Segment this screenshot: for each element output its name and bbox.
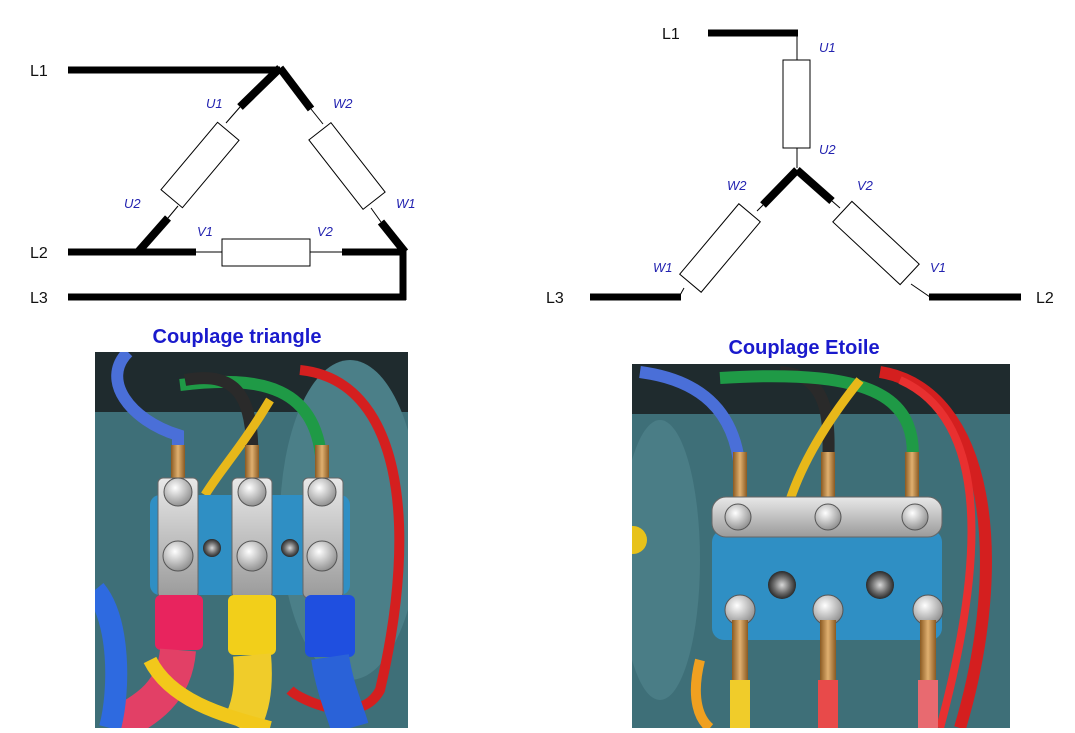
star-label-v1: V1 bbox=[930, 260, 946, 275]
delta-blue-sleeve bbox=[305, 595, 355, 657]
star-crimp-top-3 bbox=[905, 452, 919, 497]
delta-label-u2: U2 bbox=[124, 196, 141, 211]
delta-thin-u2 bbox=[167, 205, 179, 219]
delta-diagram: L1 L2 L3 U1 W2 U2 W1 V1 V2 bbox=[30, 63, 416, 307]
star-nut-bridge-1 bbox=[724, 503, 752, 531]
star-winding-v bbox=[832, 200, 920, 286]
star-label-l3: L3 bbox=[546, 290, 564, 307]
delta-yellow-sleeve bbox=[228, 595, 276, 655]
delta-crimp-top-2 bbox=[245, 445, 259, 480]
star-caption: Couplage Etoile bbox=[728, 337, 879, 359]
delta-blue-supply-cable bbox=[311, 653, 369, 728]
delta-label-u1: U1 bbox=[206, 96, 223, 111]
delta-label-w2: W2 bbox=[333, 96, 353, 111]
delta-socket-2 bbox=[281, 539, 299, 557]
star-winding-u bbox=[782, 59, 811, 149]
star-nut-bridge-3 bbox=[901, 503, 929, 531]
star-blue-lead-top bbox=[639, 366, 746, 471]
delta-winding-v bbox=[221, 238, 311, 267]
star-yellow-supply-lead bbox=[730, 680, 750, 728]
star-orange-cable-bottom bbox=[690, 658, 714, 728]
star-winding-w bbox=[679, 203, 761, 293]
star-wiring-photo bbox=[632, 364, 1010, 728]
delta-label-v1: V1 bbox=[197, 224, 213, 239]
delta-crimp-top-3 bbox=[315, 445, 329, 480]
star-red-supply-lead bbox=[818, 680, 838, 728]
delta-nut-top-3 bbox=[307, 477, 337, 507]
delta-thin-u1 bbox=[225, 106, 241, 124]
star-center-v2-lead bbox=[794, 167, 835, 204]
star-label-w2: W2 bbox=[727, 178, 747, 193]
star-center-w2-lead bbox=[760, 167, 800, 208]
delta-nut-bottom-1 bbox=[162, 540, 194, 572]
star-nut-bridge-2 bbox=[814, 503, 842, 531]
delta-blue-cable-left bbox=[95, 582, 128, 728]
star-thin-w2 bbox=[756, 204, 764, 212]
delta-u1-thick-lead bbox=[237, 65, 283, 110]
delta-nut-bottom-2 bbox=[236, 540, 268, 572]
star-green-lead-top bbox=[719, 370, 919, 471]
star-crimp-top-1 bbox=[733, 452, 747, 497]
delta-label-l3: L3 bbox=[30, 290, 48, 307]
delta-w2-thick-lead bbox=[276, 65, 315, 112]
star-socket-1 bbox=[768, 571, 796, 599]
delta-blue-lead-top bbox=[111, 352, 184, 470]
delta-crimp-top-1 bbox=[171, 445, 185, 480]
star-socket-2 bbox=[866, 571, 894, 599]
star-label-u2: U2 bbox=[819, 142, 836, 157]
delta-nut-bottom-3 bbox=[306, 540, 338, 572]
star-label-l2: L2 bbox=[1036, 290, 1054, 307]
delta-label-l2: L2 bbox=[30, 245, 48, 262]
delta-winding-u bbox=[160, 121, 240, 209]
delta-socket-1 bbox=[203, 539, 221, 557]
delta-w1-thick-lead bbox=[377, 219, 409, 255]
star-terminal-block bbox=[712, 530, 942, 640]
star-label-u1: U1 bbox=[819, 40, 836, 55]
delta-caption: Couplage triangle bbox=[153, 326, 322, 348]
delta-label-v2: V2 bbox=[317, 224, 334, 239]
star-label-v2: V2 bbox=[857, 178, 874, 193]
delta-winding-w bbox=[308, 122, 386, 210]
star-thin-v2 bbox=[831, 200, 841, 209]
star-yellow-lead-back bbox=[785, 377, 864, 502]
delta-wiring-photo bbox=[95, 352, 408, 728]
star-thin-v1 bbox=[910, 283, 931, 298]
delta-nut-top-2 bbox=[237, 477, 267, 507]
star-crimp-bottom-1 bbox=[732, 620, 748, 680]
delta-thin-w2 bbox=[310, 108, 324, 125]
delta-thin-w1 bbox=[370, 207, 382, 223]
star-crimp-bottom-3 bbox=[920, 620, 936, 680]
delta-label-l1: L1 bbox=[30, 63, 48, 80]
star-label-l1: L1 bbox=[662, 26, 680, 43]
star-label-w1: W1 bbox=[653, 260, 673, 275]
delta-label-w1: W1 bbox=[396, 196, 416, 211]
delta-red-sleeve bbox=[155, 595, 203, 650]
delta-nut-top-1 bbox=[163, 477, 193, 507]
delta-yellow-cable-bottom bbox=[143, 656, 272, 728]
star-crimp-bottom-2 bbox=[820, 620, 836, 680]
delta-yellow-lead-back bbox=[201, 397, 274, 498]
star-red-lead-side-2 bbox=[898, 376, 976, 728]
star-diagram: L1 L3 L2 U1 U2 W2 V2 W1 V1 bbox=[546, 26, 1054, 307]
star-yellow-sticker bbox=[632, 526, 647, 554]
star-pink-supply-lead bbox=[918, 680, 938, 728]
star-crimp-top-2 bbox=[821, 452, 835, 497]
delta-u2-thick-lead bbox=[135, 215, 171, 255]
